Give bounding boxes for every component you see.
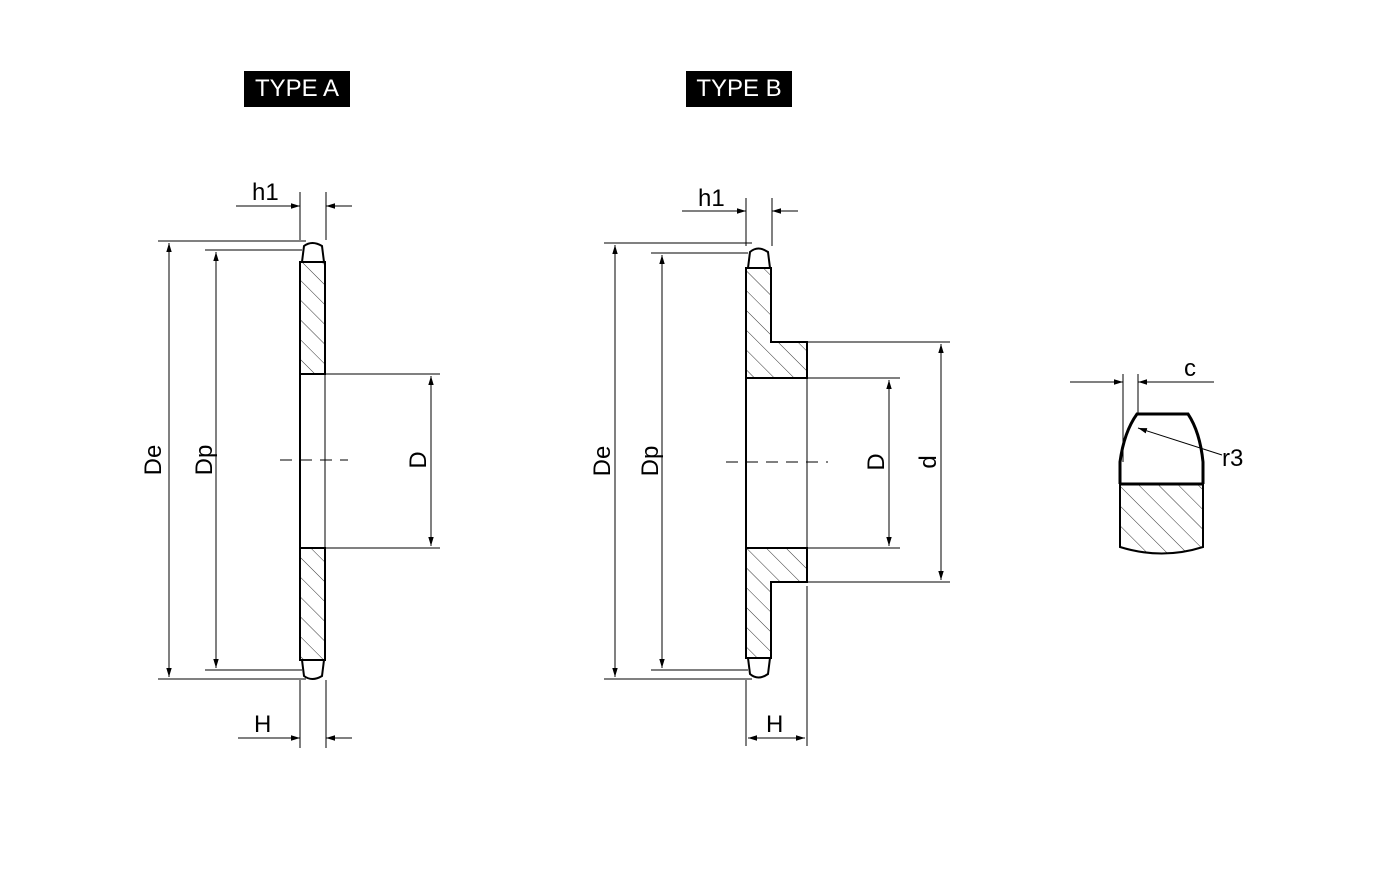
type-a-H-label: H xyxy=(254,711,271,738)
type-b-Dp-label: Dp xyxy=(637,446,664,477)
type-b-De-label: De xyxy=(589,446,616,477)
type-a-De-label: De xyxy=(140,445,167,476)
type-a-tooth-bottom xyxy=(301,659,325,680)
type-b-D-label: D xyxy=(863,453,890,470)
type-b-tooth-bottom xyxy=(747,657,771,679)
type-a-tooth-top xyxy=(301,242,325,263)
tooth-detail: c r3 xyxy=(1070,355,1243,555)
type-a-badge: TYPE A xyxy=(244,71,350,107)
type-b-h1-label: h1 xyxy=(698,185,725,212)
type-b-lower-section xyxy=(746,548,807,658)
tooth-profile xyxy=(1118,412,1205,484)
type-a-upper-section xyxy=(300,262,325,374)
type-a-Dp-label: Dp xyxy=(191,445,218,476)
tooth-detail-section xyxy=(1120,484,1203,554)
tooth-r3-label: r3 xyxy=(1222,445,1243,472)
type-b-H-label: H xyxy=(766,711,783,738)
type-a-h1-label: h1 xyxy=(252,179,279,206)
type-b-upper-section xyxy=(746,268,807,378)
type-a-drawing: h1 H De Dp D xyxy=(140,179,440,748)
type-b-badge: TYPE B xyxy=(686,71,792,107)
type-b-d-label: d xyxy=(915,455,942,468)
type-a-lower-section xyxy=(300,548,325,660)
tooth-c-label: c xyxy=(1184,355,1196,382)
type-b-drawing: h1 H De Dp D d xyxy=(589,185,950,746)
type-a-D-label: D xyxy=(405,451,432,468)
type-b-tooth-top xyxy=(747,247,771,269)
